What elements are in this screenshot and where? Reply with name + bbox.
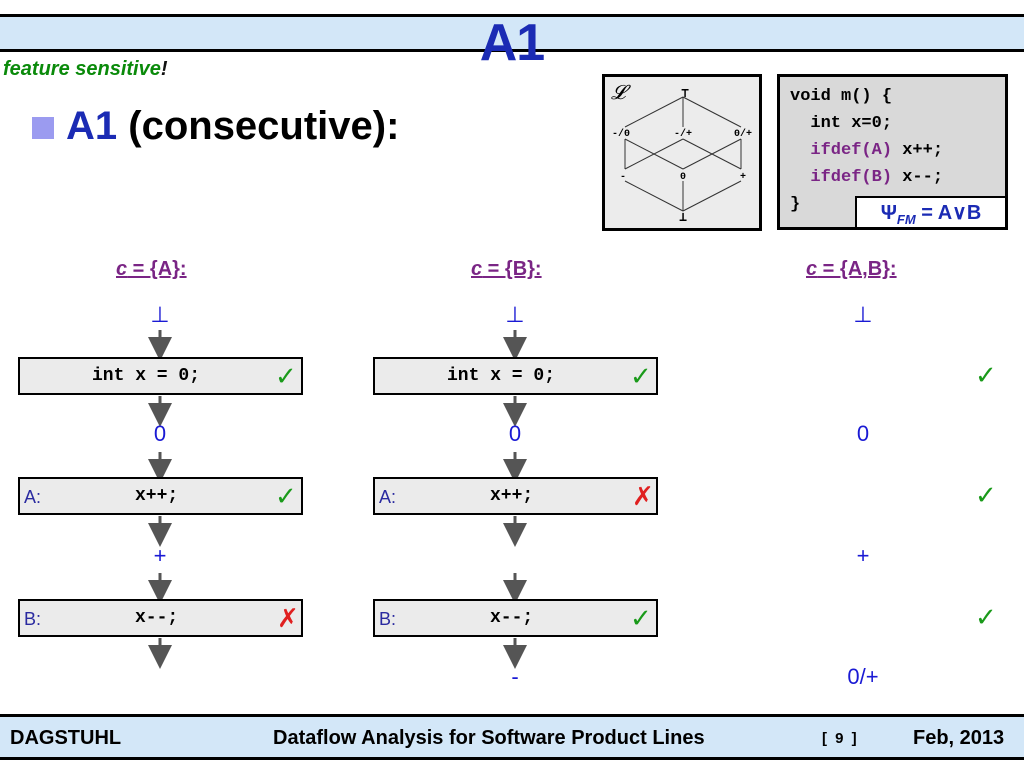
config-set: = {A}:: [127, 258, 187, 280]
footer-venue: DAGSTUHL: [10, 727, 122, 749]
code-keyword: ifdef(B): [790, 168, 893, 187]
lattice-bottom: ⊥: [679, 210, 687, 225]
stmt-code: x++;: [490, 486, 534, 506]
lattice-edge: [624, 96, 684, 128]
code-stmt: x++;: [892, 141, 944, 160]
subtitle-mark: !: [160, 58, 168, 80]
lattice-node: 0: [680, 172, 686, 183]
code-stmt: x--;: [892, 168, 944, 187]
stmt-code: int x = 0;: [92, 366, 201, 386]
subtitle: feature sensitive!: [3, 58, 168, 81]
psi-formula: = A∨B: [915, 202, 982, 224]
footer-talk-title: Dataflow Analysis for Software Product L…: [273, 727, 705, 749]
psi-symbol: Ψ: [880, 202, 897, 224]
lattice-value: -: [511, 664, 519, 689]
column-header-b: c = {B}:: [471, 258, 542, 281]
config-var: c: [471, 258, 483, 280]
lattice-diagram: ⊤ -/0 -/+ 0/+ - 0 + ⊥ 𝓛: [602, 74, 762, 231]
lattice-node: 0/+: [734, 128, 752, 140]
lattice-value: 0/+: [847, 664, 879, 689]
stmt-init: int x = 0; ✓: [18, 357, 303, 395]
stmt-label: A:: [379, 487, 397, 507]
lattice-edge: [682, 180, 742, 212]
stmt-label: B:: [24, 609, 42, 629]
lattice-value: 0: [153, 421, 167, 446]
config-var: c: [116, 258, 128, 280]
check-icon: ✓: [975, 360, 997, 390]
lattice-edge: [624, 138, 684, 170]
stmt-a: A: x++; ✗: [373, 477, 658, 515]
cross-icon: ✗: [632, 481, 654, 511]
code-line: ifdef(B) x--;: [790, 168, 943, 187]
lattice-value: ⊥: [853, 302, 873, 327]
lattice-node: -/+: [674, 128, 692, 140]
feature-model-box: ΨFM = A∨B: [855, 196, 1007, 229]
stmt-code: x--;: [490, 608, 534, 628]
lattice-value: +: [856, 543, 870, 568]
lattice-node: +: [740, 172, 746, 183]
cross-icon: ✗: [277, 603, 299, 633]
heading-a1: A1: [66, 104, 118, 148]
lattice-edge: [624, 180, 684, 212]
lattice-svg: ⊤ -/0 -/+ 0/+ - 0 + ⊥ 𝓛: [611, 80, 752, 225]
check-icon: ✓: [275, 361, 297, 391]
subtitle-text: feature sensitive: [3, 58, 161, 80]
heading-rest: (consecutive):: [117, 104, 400, 148]
stmt-b: B: x--; ✓: [373, 599, 658, 637]
footer-bar: DAGSTUHL Dataflow Analysis for Software …: [0, 714, 1024, 760]
heading: A1 (consecutive):: [66, 104, 399, 149]
code-line: void m() {: [790, 87, 893, 106]
lattice-node: -/0: [612, 128, 630, 140]
check-icon: ✓: [630, 603, 652, 633]
lattice-value: 0: [508, 421, 522, 446]
code-keyword: ifdef(A): [790, 141, 893, 160]
check-icon: ✓: [975, 602, 997, 632]
lattice-value: ⊥: [150, 302, 170, 327]
stmt-a: A: x++; ✓: [18, 477, 303, 515]
config-var: c: [806, 258, 818, 280]
lattice-value: +: [153, 543, 167, 568]
bullet-square: [32, 117, 54, 139]
footer-page-number: [ 9 ]: [822, 730, 859, 747]
stmt-init: int x = 0; ✓: [373, 357, 658, 395]
code-line: ifdef(A) x++;: [790, 141, 943, 160]
check-icon: ✓: [275, 481, 297, 511]
lattice-edge: [682, 138, 742, 170]
title-bar: A1: [0, 14, 1024, 71]
config-set: = {A,B}:: [817, 258, 897, 280]
footer-date: Feb, 2013: [913, 727, 1005, 749]
column-header-a: c = {A}:: [116, 258, 187, 281]
lattice-node: -: [620, 172, 626, 183]
stmt-code: int x = 0;: [447, 366, 556, 386]
column-header-ab: c = {A,B}:: [806, 258, 897, 281]
check-icon: ✓: [630, 361, 652, 391]
check-icon: ✓: [975, 480, 997, 510]
config-set: = {B}:: [482, 258, 542, 280]
code-line: int x=0;: [790, 114, 893, 133]
stmt-code: x--;: [135, 608, 179, 628]
lattice-top: ⊤: [681, 86, 689, 101]
lattice-edge: [682, 96, 742, 128]
lattice-value: 0: [856, 421, 870, 446]
stmt-label: A:: [24, 487, 42, 507]
lattice-value: ⊥: [505, 302, 525, 327]
slide-title: A1: [479, 14, 545, 72]
stmt-label: B:: [379, 609, 397, 629]
stmt-code: x++;: [135, 486, 179, 506]
code-line: }: [790, 195, 801, 214]
stmt-b: B: x--; ✗: [18, 599, 303, 637]
psi-subscript: FM: [896, 212, 916, 227]
